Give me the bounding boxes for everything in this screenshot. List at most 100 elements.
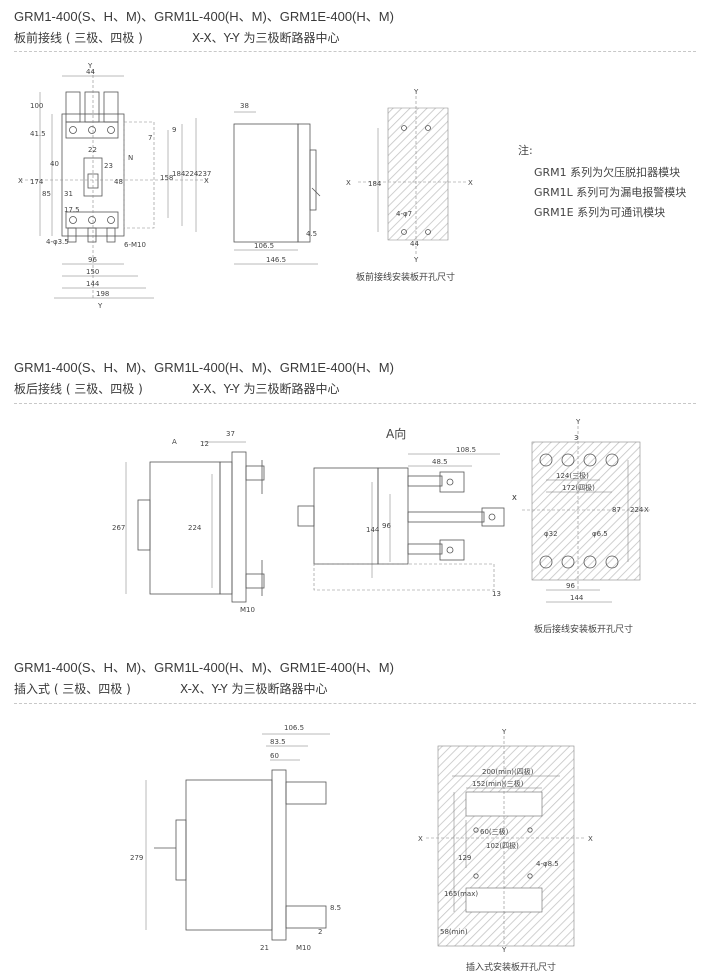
dim-label: 267 (112, 524, 125, 532)
dim-label: 279 (130, 854, 143, 862)
dim-label: N (128, 154, 133, 162)
dim-label: X (18, 177, 23, 185)
s2-top-view: A向 48.5 108.5 144 96 X 13 (297, 426, 517, 598)
dim-label: φ32 (544, 530, 558, 538)
dim-label: 40 (50, 160, 59, 168)
dim-label: 60 (270, 752, 279, 760)
section-1-caption: 板前接线安装板开孔尺寸 (356, 273, 456, 283)
dim-label: X (512, 494, 517, 502)
section-2-center-note: X-X、Y-Y 为三极断路器中心 (192, 382, 340, 396)
s1-side-view: 38 106.5 146.5 4.5 (233, 102, 321, 265)
dim-label: X (418, 835, 423, 843)
dim-label: 12 (200, 440, 209, 448)
dim-label: 3 (574, 434, 578, 442)
dim-label: 9 (172, 126, 176, 134)
dim-label: 224 (185, 170, 199, 178)
dim-label: 100 (30, 102, 43, 110)
dim-label: 237 (198, 170, 211, 178)
dim-label: 31 (64, 190, 73, 198)
section-divider (14, 403, 696, 404)
notes-heading: 注: (518, 144, 533, 157)
dim-label: 224 (188, 524, 202, 532)
dim-label: X (512, 494, 517, 502)
dim-label: Y (501, 728, 507, 736)
dim-label: Y (413, 88, 419, 96)
dim-label: Y (413, 256, 419, 264)
dim-label: 146.5 (266, 256, 286, 264)
s1-front-view: Y 44 100 41.5 174 85 40 22 23 48 31 17.5… (18, 62, 211, 310)
dim-label: Y (87, 62, 93, 70)
dim-label: 22 (88, 146, 97, 154)
dim-label: 4-φ7 (396, 210, 412, 218)
dim-label: 144 (86, 280, 100, 288)
dim-label: 48 (114, 178, 123, 186)
section-3-title: GRM1-400(S、H、M)、GRM1L-400(H、M)、GRM1E-400… (14, 660, 394, 675)
section-1-center-note: X-X、Y-Y 为三极断路器中心 (192, 31, 340, 45)
section-2-subtitle: 板后接线 ( 三极、四极 )X-X、Y-Y 为三极断路器中心 (14, 380, 340, 397)
dim-label: 158 (160, 174, 173, 182)
dim-label: 198 (96, 290, 109, 298)
dim-label: 102(四极) (486, 841, 519, 850)
dim-label: Y (97, 302, 103, 310)
dim-label: 8.5 (330, 904, 341, 912)
dim-label: 106.5 (254, 242, 274, 250)
section-2-caption: 板后接线安装板开孔尺寸 (534, 625, 634, 635)
s2-side-view: A 12 37 267 224 M10 (112, 430, 265, 614)
dim-label: 87 (612, 506, 621, 514)
dim-label: 48.5 (432, 458, 448, 466)
dim-label: 96 (382, 522, 391, 530)
dim-label: 17.5 (64, 206, 80, 214)
dim-label: 41.5 (30, 130, 46, 138)
dim-label: 2 (318, 928, 322, 936)
dim-label: M10 (296, 944, 311, 952)
dim-label: 144 (366, 526, 380, 534)
dim-label: 4-φ8.5 (536, 860, 559, 868)
dim-label: 58(min) (440, 928, 468, 936)
dim-label: 38 (240, 102, 249, 110)
dim-label: 96 (88, 256, 97, 264)
dim-label: 200(min)(四极) (482, 767, 534, 776)
dim-label: 13 (492, 590, 501, 598)
dim-label: 7 (148, 134, 152, 142)
dim-label: Y (501, 946, 507, 954)
dim-label: 165(max) (444, 890, 478, 898)
section-divider (14, 703, 696, 704)
dim-label: 108.5 (456, 446, 476, 454)
note-item: GRM1L 系列可为漏电报警模块 (534, 186, 687, 199)
dim-label: 124(三极) (556, 471, 589, 480)
dim-label: 44 (410, 240, 419, 248)
dim-label: φ6.5 (592, 530, 608, 538)
dim-label: 172(四极) (562, 483, 595, 492)
section-3-subtitle: 插入式 ( 三极、四极 )X-X、Y-Y 为三极断路器中心 (14, 680, 328, 697)
dim-label: 37 (226, 430, 235, 438)
section-2-title: GRM1-400(S、H、M)、GRM1L-400(H、M)、GRM1E-400… (14, 360, 394, 375)
dim-label: 224 (630, 506, 644, 514)
dim-label: 23 (104, 162, 113, 170)
dim-label: 96 (566, 582, 575, 590)
dim-label: 21 (260, 944, 269, 952)
s3-cutout: Y Y X X 200(min)(四极) 152(min)(三极) 60(三极)… (418, 728, 593, 954)
dim-label: M10 (240, 606, 255, 614)
section-3-center-note: X-X、Y-Y 为三极断路器中心 (180, 682, 328, 696)
s2-cutout: Y X X 3 124(三极) 172(四极) 87 224 φ32 φ6.5 … (512, 418, 650, 603)
dim-label: Y (575, 418, 581, 426)
dim-label: X (346, 179, 351, 187)
section-divider (14, 51, 696, 52)
s1-cutout: Y Y X X 184 4-φ7 44 (346, 88, 473, 264)
dim-label: X (468, 179, 473, 187)
dim-label: 60(三极) (480, 827, 509, 836)
view-label: A向 (386, 426, 406, 441)
dim-label: 144 (570, 594, 584, 602)
dim-label: 85 (42, 190, 51, 198)
s3-side-view: 106.5 83.5 60 279 8.5 2 21 M10 (130, 724, 341, 952)
dim-label: 4-φ3.5 (46, 238, 69, 246)
dim-label: 44 (86, 68, 95, 76)
section-1-subtitle: 板前接线 ( 三极、四极 )X-X、Y-Y 为三极断路器中心 (14, 29, 340, 46)
dim-label: 152(min)(三极) (472, 779, 524, 788)
dim-label: 4.5 (306, 230, 317, 238)
dim-label: 184 (172, 170, 186, 178)
note-item: GRM1 系列为欠压脱扣器模块 (534, 166, 681, 179)
note-item: GRM1E 系列为可通讯模块 (534, 206, 666, 219)
dim-label: 184 (368, 180, 382, 188)
